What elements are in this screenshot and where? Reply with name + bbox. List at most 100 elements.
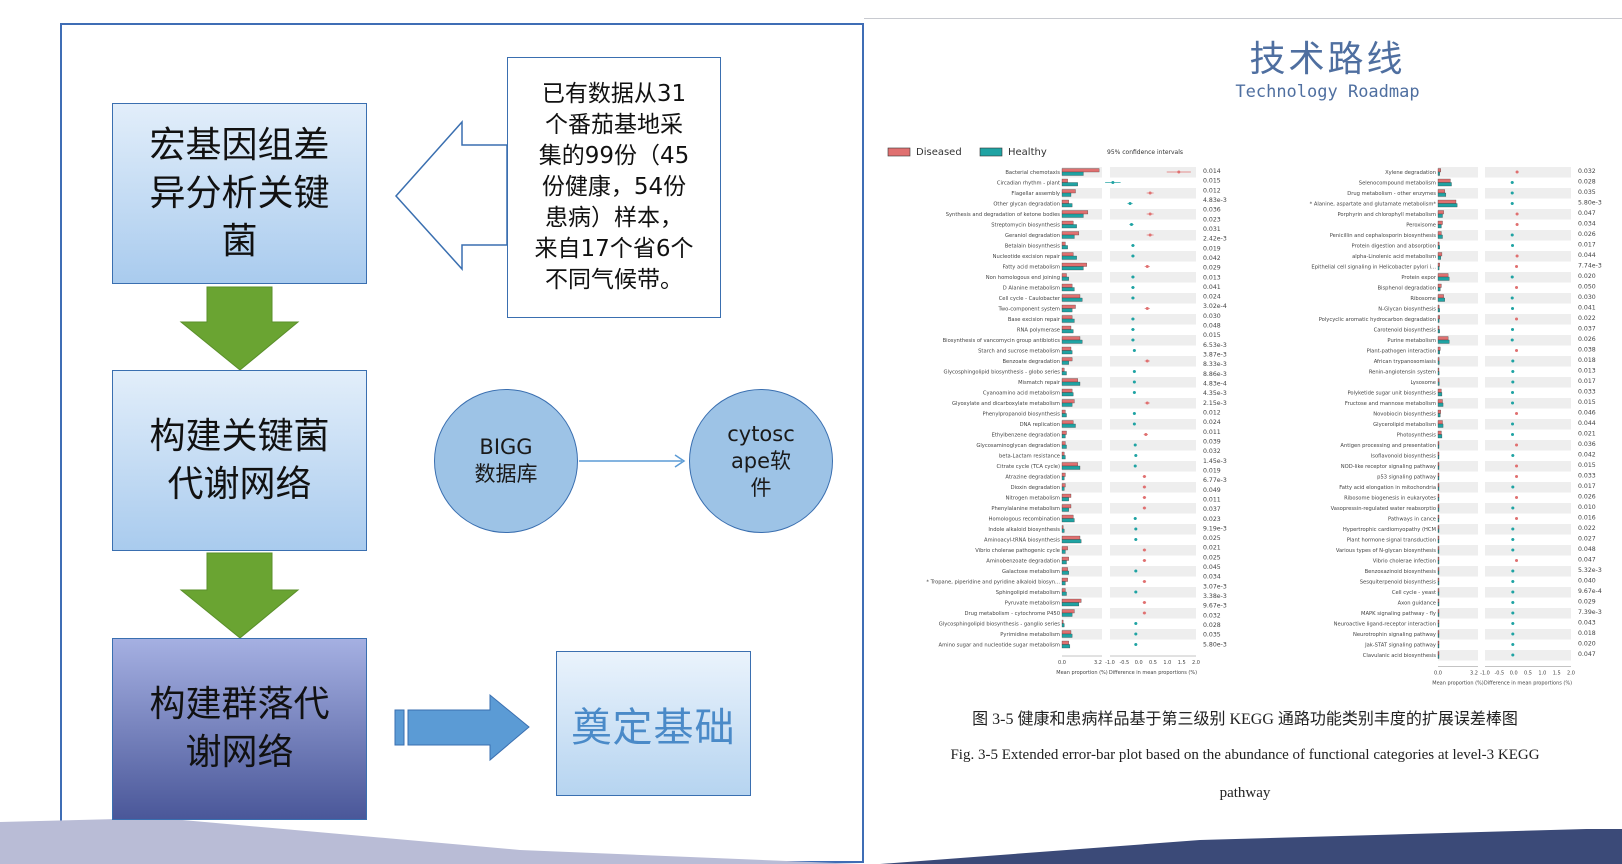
p-value: 0.017 [1578, 242, 1596, 249]
healthy-bar [1061, 287, 1075, 292]
diseased-bar [1061, 588, 1066, 593]
healthy-bar [1061, 644, 1071, 649]
diff-point [1148, 191, 1152, 195]
foundation-box: 奠定基础 [556, 651, 751, 796]
note-line: 集的99份（45 [538, 143, 690, 169]
diff-point [1134, 454, 1138, 457]
diseased-bar [1061, 535, 1081, 540]
diseased-bar [1061, 462, 1078, 467]
pathway-label: Aminoacyl-tRNA biosynthesis [984, 538, 1060, 544]
p-value: 0.043 [1578, 620, 1596, 627]
diseased-bar [1437, 441, 1440, 446]
diff-point [1133, 517, 1137, 520]
pathway-label: Flagellar assembly [1011, 191, 1060, 197]
diseased-bar [1061, 304, 1076, 309]
diff-point [1142, 496, 1146, 499]
p-value: 0.028 [1203, 622, 1221, 629]
pathway-label: * Alanine, aspartate and glutamate metab… [1310, 202, 1437, 208]
healthy-bar [1437, 612, 1440, 617]
pathway-label: Various types of N-glycan biosynthesis [1336, 548, 1436, 554]
pathway-label: Streptomycin biosynthesis [991, 223, 1060, 229]
pathway-label: Sesquiterpenoid biosynthesis [1360, 580, 1437, 586]
diff-point [1515, 517, 1519, 520]
diff-point [1128, 202, 1132, 205]
diseased-bar [1061, 378, 1078, 383]
pathway-label: Non homologous end joining [986, 275, 1060, 281]
pathway-label: Glycosphingolipid biosynthesis - ganglio… [939, 622, 1061, 628]
diseased-bar [1061, 504, 1072, 509]
diff-point [1134, 569, 1138, 573]
diff-point [1131, 296, 1135, 300]
pathway-label: Jak-STAT signaling pathway [1364, 643, 1436, 649]
diseased-bar [1437, 556, 1440, 561]
diff-point [1511, 307, 1515, 310]
p-value: 0.025 [1203, 554, 1221, 561]
p-value: 0.034 [1578, 221, 1596, 228]
healthy-bar [1437, 602, 1440, 607]
diff-row-bg [1110, 377, 1196, 388]
p-value: 0.017 [1578, 378, 1596, 385]
bar-row-bg [1438, 524, 1478, 535]
diff-row-bg [1110, 629, 1196, 640]
diff-point [1131, 328, 1135, 331]
healthy-bar [1437, 434, 1443, 439]
diff-row-bg [1485, 503, 1571, 514]
healthy-bar [1437, 182, 1452, 187]
diseased-bar [1061, 231, 1080, 236]
circle-text: BIGG [479, 435, 533, 459]
healthy-bar [1061, 245, 1068, 250]
p-value: 0.010 [1578, 504, 1596, 511]
p-value: 4.83e-3 [1203, 197, 1227, 204]
diseased-bar [1437, 535, 1440, 540]
p-value: 0.033 [1578, 473, 1596, 480]
healthy-bar [1437, 465, 1440, 470]
diff-point [1132, 349, 1136, 352]
healthy-bar [1061, 213, 1084, 218]
pathway-label: Plant hormone signal transduction [1347, 538, 1436, 544]
bar-row-bg [1062, 587, 1102, 598]
circle-text: 件 [750, 475, 772, 500]
healthy-bar [1061, 171, 1084, 176]
diff-point [1142, 475, 1146, 478]
p-value: 0.020 [1578, 641, 1596, 648]
diff-row-bg [1110, 251, 1196, 262]
bottom-decoration-light [0, 818, 860, 864]
diseased-bar [1437, 577, 1440, 582]
pathway-label: Antigen processing and presentation [1340, 443, 1436, 449]
diseased-bar [1437, 178, 1451, 183]
p-value: 0.033 [1578, 389, 1596, 396]
p-value: 7.74e-3 [1578, 263, 1602, 270]
healthy-bar [1061, 381, 1081, 386]
pathway-label: Dioxin degradation [1011, 485, 1060, 491]
diff-point [1177, 170, 1181, 174]
diseased-bar [1061, 283, 1073, 288]
diseased-bar [1061, 567, 1068, 572]
diseased-bar [1061, 409, 1066, 414]
p-value: 0.045 [1203, 564, 1221, 571]
pathway-label: Clavulanic acid biosynthesis [1363, 653, 1436, 659]
bar-row-bg [1438, 272, 1478, 283]
p-value: 0.019 [1203, 245, 1221, 252]
diseased-bar [1061, 525, 1064, 530]
diff-row-bg [1485, 587, 1571, 598]
note-line: 份健康，54份 [541, 174, 687, 200]
note-line: 个番茄基地采 [545, 112, 683, 138]
pathway-label: Mismatch repair [1018, 380, 1061, 386]
pathway-label: Neuroactive ligand-receptor interaction [1334, 622, 1436, 628]
diseased-bar [1437, 283, 1442, 288]
bar-row-bg [1062, 503, 1102, 514]
bar-row-bg [1438, 608, 1478, 619]
diff-point [1134, 643, 1138, 646]
healthy-bar [1061, 507, 1069, 512]
p-value: 0.040 [1578, 578, 1596, 585]
diff-point [1132, 412, 1136, 415]
pathway-label: Protein digestion and absorption [1352, 244, 1436, 250]
p-value: 0.028 [1578, 179, 1596, 186]
diff-point [1511, 632, 1515, 636]
box-text: 构建关键菌 [149, 415, 330, 457]
bar-row-bg [1438, 167, 1478, 178]
diff-tick: 0.5 [1149, 660, 1157, 666]
p-value: 0.048 [1578, 546, 1596, 553]
diff-point [1511, 506, 1515, 510]
